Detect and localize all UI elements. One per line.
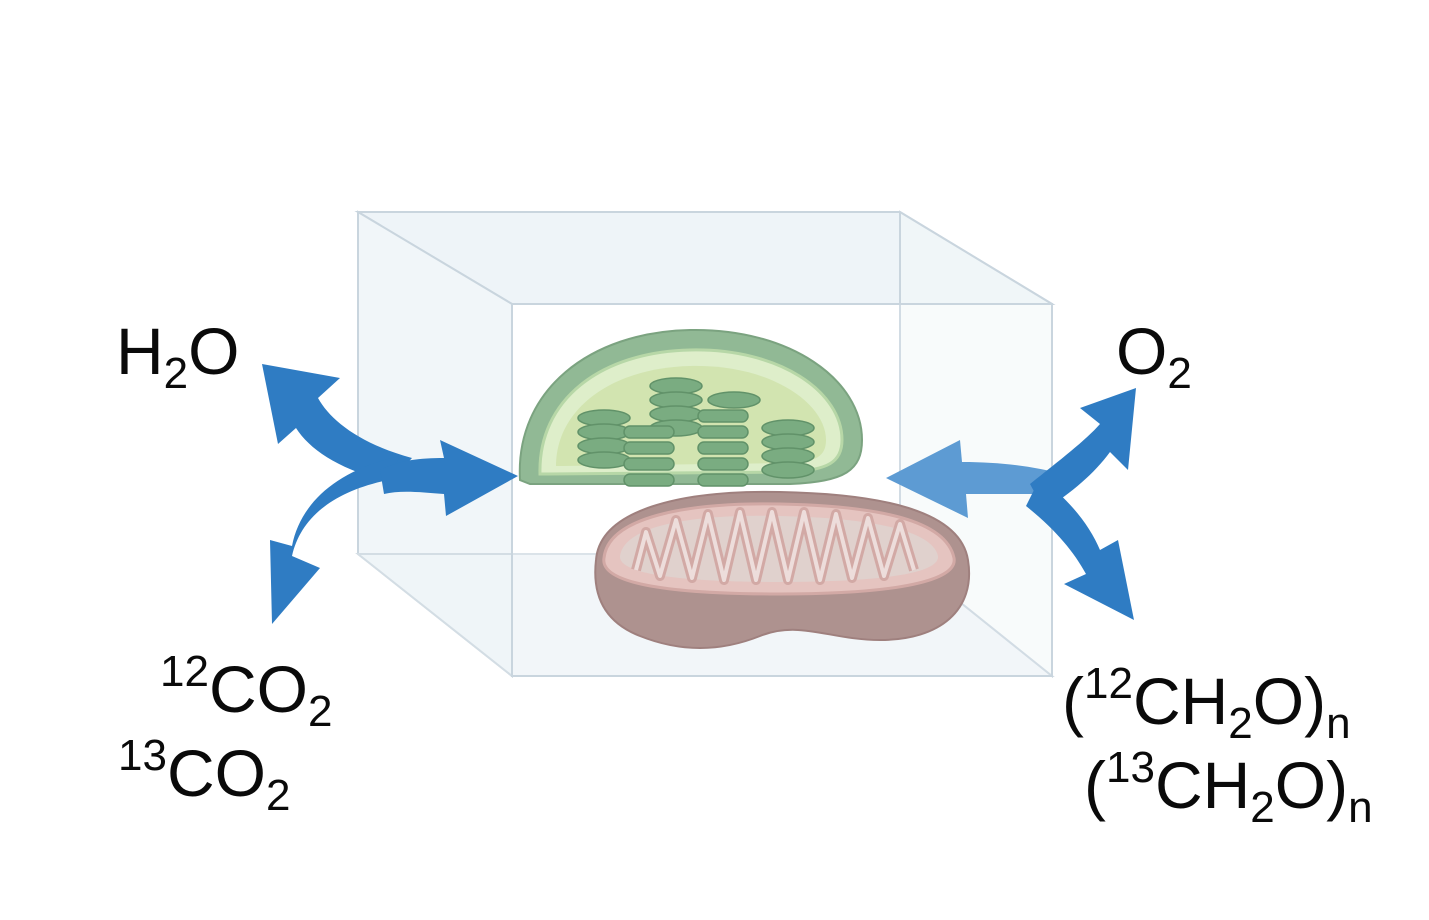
arrow-from-co2 (270, 456, 400, 624)
label-12ch2o: (12CH2O)n (1062, 659, 1351, 748)
arrow-to-o2 (1030, 388, 1136, 510)
label-12co2: 12CO2 (160, 647, 333, 736)
label-13co2: 13CO2 (118, 731, 291, 820)
label-h2o: H2O (116, 314, 240, 398)
arrow-to-h2o (262, 364, 412, 482)
arrow-into-box (380, 440, 518, 516)
granum-5 (761, 419, 815, 479)
label-13ch2o: (13CH2O)n (1084, 743, 1373, 832)
granum-3 (623, 425, 675, 487)
arrow-into-box-right (886, 440, 1064, 518)
label-o2: O2 (1116, 314, 1192, 398)
mitochondrion-icon (594, 490, 971, 649)
right-arrows (886, 388, 1136, 620)
left-arrows (262, 364, 518, 624)
box-front-face (511, 303, 1053, 677)
chloroplast-icon (518, 328, 864, 487)
granum-1 (577, 409, 631, 469)
arrow-to-ch2o (1026, 478, 1134, 620)
granum-4 (697, 391, 761, 487)
